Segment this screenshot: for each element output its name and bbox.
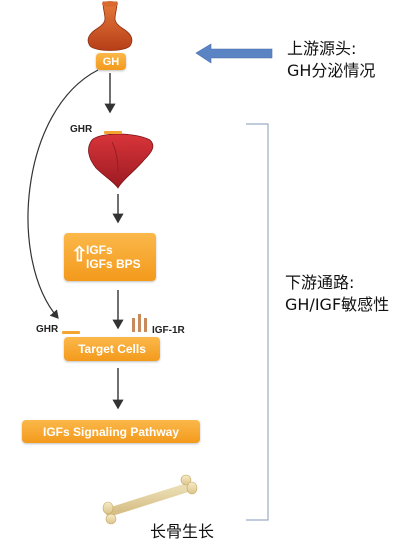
upstream-pointer-arrow — [195, 43, 273, 64]
liver-icon — [88, 133, 154, 189]
long-bone-icon — [102, 474, 198, 525]
gh-label: GH — [102, 55, 120, 68]
arrow-gh-to-target-cells — [27, 69, 99, 319]
ghr-liver-receptor — [104, 131, 122, 134]
ghr-target-label: GHR — [36, 324, 59, 335]
downstream-subtitle: GH/IGF敏感性 — [285, 295, 390, 314]
igf1r-label: IGF-1R — [152, 325, 185, 336]
signaling-pathway-node: IGFs Signaling Pathway — [22, 420, 200, 443]
downstream-annotation: 下游通路: GH/IGF敏感性 — [285, 272, 389, 316]
igfs-label: IGFs — [86, 243, 113, 257]
upstream-subtitle: GH分泌情况 — [287, 61, 376, 80]
igfs-bps-label: IGFs BPS — [86, 257, 141, 271]
up-arrow-icon: ⇧ — [71, 244, 88, 266]
upstream-title: 上游源头: — [287, 39, 357, 58]
ghr-liver-label: GHR — [70, 124, 93, 135]
upstream-annotation: 上游源头: GH分泌情况 — [287, 38, 375, 82]
igfs-node: ⇧ IGFs IGFs BPS — [64, 233, 156, 281]
target-cells-label: Target Cells — [78, 342, 146, 356]
igf1r-receptor-icon — [132, 314, 147, 332]
target-cells-node: Target Cells — [64, 337, 160, 361]
downstream-title: 下游通路: — [285, 273, 355, 292]
signaling-pathway-label: IGFs Signaling Pathway — [42, 424, 180, 439]
bone-growth-label: 长骨生长 — [150, 522, 215, 541]
gh-node: GH — [96, 53, 126, 70]
downstream-bracket — [246, 123, 269, 521]
pituitary-gland-icon — [87, 1, 133, 51]
ghr-target-receptor — [62, 331, 80, 334]
